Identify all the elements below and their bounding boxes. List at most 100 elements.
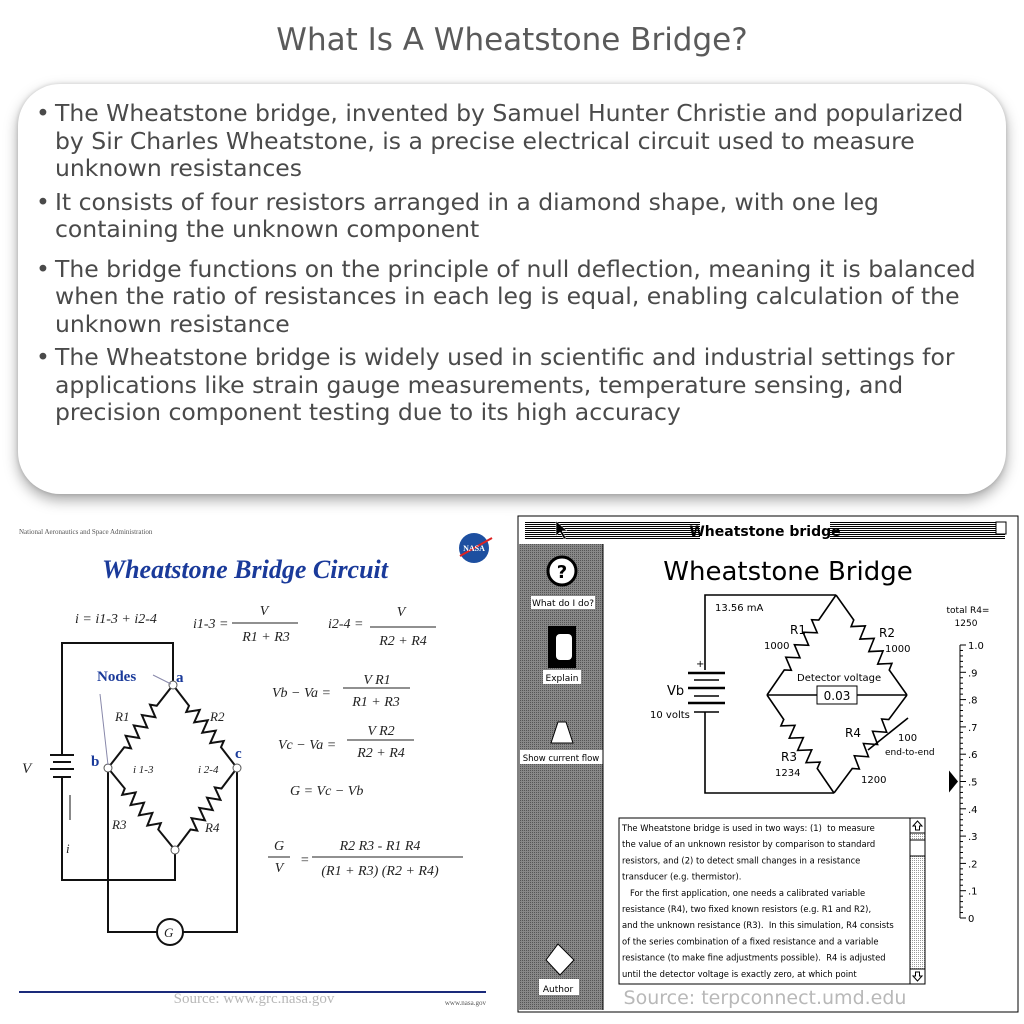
nasa-logo-text: NASA bbox=[463, 544, 485, 553]
explanation-text: The Wheatstone bridge is used in two way… bbox=[621, 823, 894, 979]
svg-text:=: = bbox=[300, 853, 309, 868]
show-current-flow-label: Show current flow bbox=[523, 754, 600, 764]
eq-numerator: V bbox=[397, 605, 407, 620]
eq-ratio-denominator: (R1 + R3) (R2 + R4) bbox=[321, 864, 439, 879]
what-do-i-do-button[interactable]: ? What do I do? bbox=[531, 555, 595, 609]
eq-vc-va: Vc − Va = bbox=[278, 738, 336, 753]
resistor-icon bbox=[172, 684, 238, 769]
r3-label: R3 bbox=[781, 750, 797, 764]
r3-value: 1234 bbox=[775, 768, 800, 779]
current-readout: 13.56 mA bbox=[715, 603, 764, 614]
show-current-flow-button[interactable]: Show current flow bbox=[520, 721, 603, 764]
r1-label: R1 bbox=[114, 709, 129, 724]
r4-variable-value: 100 bbox=[898, 733, 917, 744]
sidebar bbox=[519, 544, 603, 1010]
i13-label: i 1-3 bbox=[133, 764, 154, 776]
resistor-icon bbox=[835, 594, 908, 696]
circuit-labels: R1 R2 R3 R4 i 1-3 i 2-4 i V G bbox=[22, 709, 225, 940]
nodes-label: Nodes bbox=[97, 669, 136, 685]
detector-voltage-display bbox=[816, 685, 858, 705]
fountain-icon bbox=[550, 721, 574, 744]
r4-slider-handle[interactable] bbox=[949, 770, 958, 793]
scale-tick-label: .7 bbox=[968, 723, 978, 734]
scroll-thumb[interactable] bbox=[909, 839, 926, 857]
explanation-textbox[interactable]: The Wheatstone bridge is used in two way… bbox=[618, 817, 926, 985]
bullet-item: It consists of four resistors arranged i… bbox=[30, 188, 995, 244]
resistor-icon bbox=[107, 767, 176, 851]
scale-tick-label: 1.0 bbox=[968, 641, 984, 652]
plus-sign: + bbox=[696, 659, 704, 670]
eq-i13-lhs: i1-3 = bbox=[193, 617, 229, 632]
text-line: resistors, and (2) to detect small chang… bbox=[622, 855, 860, 865]
mouse-cursor-icon bbox=[555, 520, 568, 540]
r3-label: R3 bbox=[111, 817, 127, 832]
scale-tick-label: 0 bbox=[968, 914, 974, 925]
node-c: c bbox=[235, 746, 242, 762]
resistor-icon bbox=[174, 767, 238, 851]
total-r4-label: total R4= bbox=[947, 606, 990, 616]
r2-value: 1000 bbox=[885, 644, 910, 655]
text-line: resistance (R4), two fixed known resisto… bbox=[622, 904, 871, 914]
eq-vb-va: Vb − Va = bbox=[272, 686, 331, 701]
scale-tick-label: .3 bbox=[968, 832, 978, 843]
galvanometer-label: G bbox=[164, 925, 174, 940]
author-label: Author bbox=[543, 985, 574, 995]
eq-g-over-v-den: V bbox=[275, 861, 285, 876]
svg-text:?: ? bbox=[557, 562, 567, 583]
eq-g: G = Vc − Vb bbox=[290, 784, 363, 799]
r4-variable-note: end-to-end bbox=[885, 748, 935, 758]
r2-label: R2 bbox=[879, 626, 895, 640]
node-b: b bbox=[91, 754, 99, 770]
resistor-icon bbox=[833, 694, 908, 794]
i-label: i bbox=[66, 841, 70, 856]
total-r4-value: 1250 bbox=[955, 619, 978, 629]
author-button[interactable]: Author bbox=[539, 943, 579, 995]
r2-label: R2 bbox=[209, 709, 225, 724]
page-title: What Is A Wheatstone Bridge? bbox=[276, 22, 748, 58]
what-do-i-do-label: What do I do? bbox=[532, 599, 594, 609]
eq-numerator: V R2 bbox=[367, 724, 394, 739]
r1-value: 1000 bbox=[764, 641, 789, 652]
scale-tick-label: .1 bbox=[968, 887, 978, 898]
author-icon bbox=[545, 943, 575, 976]
title-bar[interactable]: Wheatstone bridge bbox=[525, 519, 1007, 541]
v-label: V bbox=[22, 761, 33, 777]
nodes bbox=[103, 680, 242, 855]
r4-label: R4 bbox=[845, 726, 861, 740]
r4-label: R4 bbox=[204, 820, 220, 835]
explain-button[interactable]: Explain bbox=[543, 626, 581, 684]
bullet-item: The bridge functions on the principle of… bbox=[30, 255, 995, 339]
text-line: the value of an unknown resistor by comp… bbox=[622, 839, 875, 849]
sim-circuit bbox=[688, 594, 909, 794]
agency-name: National Aeronautics and Space Administr… bbox=[19, 528, 153, 536]
circuit-heading: Wheatstone Bridge Circuit bbox=[102, 555, 389, 584]
eq-i24-lhs: i2-4 = bbox=[328, 617, 364, 632]
zoom-box[interactable] bbox=[995, 521, 1007, 535]
eq-ratio-numerator: R2 R3 - R1 R4 bbox=[339, 839, 421, 854]
scale-tick-label: .6 bbox=[968, 750, 978, 761]
eq-denominator: R2 + R4 bbox=[378, 634, 427, 649]
text-line: The Wheatstone bridge is used in two way… bbox=[621, 823, 875, 833]
r1-label: R1 bbox=[790, 623, 806, 637]
scale-tick-label: .5 bbox=[968, 778, 978, 789]
eq-denominator: R1 + R3 bbox=[241, 630, 290, 645]
scale-tick-label: .9 bbox=[968, 668, 978, 679]
r4-scale[interactable]: 1.0.9.8.7.6.5.4.3.2.10 bbox=[959, 641, 984, 925]
text-line: resistance (to make fine adjustments pos… bbox=[622, 953, 886, 963]
bullet-item: The Wheatstone bridge, invented by Samue… bbox=[30, 99, 995, 183]
resistor-icon bbox=[107, 684, 174, 769]
text-line: and the unknown resistance (R3). In this… bbox=[622, 920, 894, 930]
text-line: transducer (e.g. thermistor). bbox=[622, 872, 741, 882]
nasa-url: www.nasa.gov bbox=[445, 999, 487, 1007]
eq-numerator: V bbox=[260, 604, 270, 619]
resistor-icon bbox=[766, 594, 837, 696]
simulation-window: Wheatstone bridge ? What do I do? Explai… bbox=[517, 515, 1019, 1013]
eq-total-current: i = i1-3 + i2-4 bbox=[75, 612, 157, 627]
eq-g-over-v-num: G bbox=[274, 839, 284, 854]
i24-label: i 2-4 bbox=[198, 764, 219, 776]
node-a: a bbox=[176, 670, 184, 686]
bridge-circuit bbox=[50, 642, 238, 946]
explain-label: Explain bbox=[546, 674, 579, 684]
sim-heading: Wheatstone Bridge bbox=[663, 557, 912, 587]
source-credit: Source: www.grc.nasa.gov bbox=[174, 991, 335, 1007]
